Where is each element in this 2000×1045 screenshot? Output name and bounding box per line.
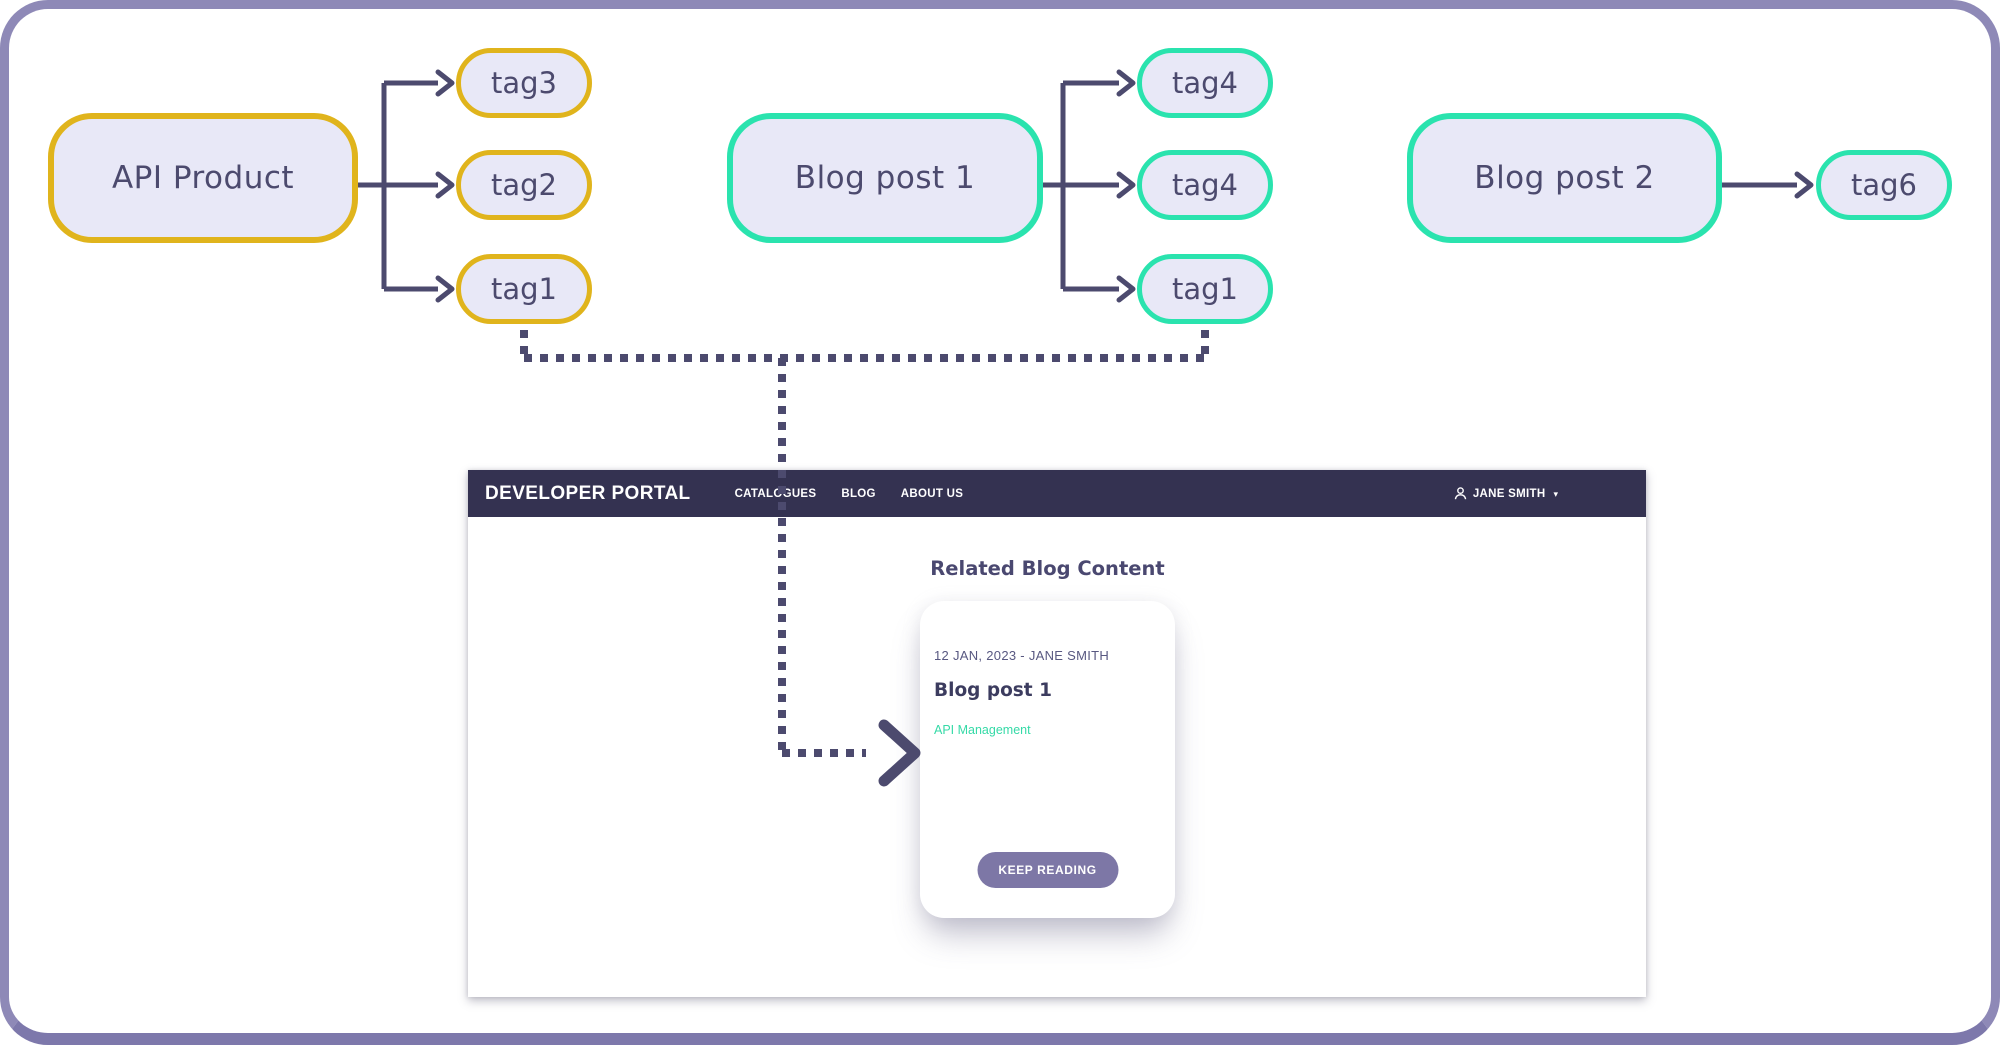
node-tag2: tag2 <box>456 150 592 220</box>
arrowhead-icon <box>1116 171 1136 199</box>
navbar: DEVELOPER PORTAL CATALOGUES BLOG ABOUT U… <box>468 470 1646 517</box>
nav-links: CATALOGUES BLOG ABOUT US <box>735 488 964 500</box>
node-tag6: tag6 <box>1816 150 1952 220</box>
arrowhead-icon <box>435 69 455 97</box>
node-label: tag3 <box>490 66 557 100</box>
node-blog-post-1: Blog post 1 <box>727 113 1043 243</box>
node-tag3: tag3 <box>456 48 592 118</box>
node-label: Blog post 2 <box>1474 160 1655 196</box>
node-label: API Product <box>111 160 295 196</box>
nav-item-catalogues[interactable]: CATALOGUES <box>734 487 817 500</box>
node-blog-post-2: Blog post 2 <box>1407 113 1722 243</box>
arrowhead-icon <box>1116 275 1136 303</box>
node-tag4-mid: tag4 <box>1137 150 1273 220</box>
node-tag4-top: tag4 <box>1137 48 1273 118</box>
caret-down-icon: ▾ <box>1553 489 1558 499</box>
card-tag-link[interactable]: API Management <box>934 723 1031 737</box>
node-label: tag4 <box>1171 168 1238 202</box>
developer-portal-window: DEVELOPER PORTAL CATALOGUES BLOG ABOUT U… <box>468 470 1646 997</box>
node-tag1-yellow: tag1 <box>456 254 592 324</box>
brand-title: DEVELOPER PORTAL <box>485 482 691 504</box>
arrowhead-icon <box>435 171 455 199</box>
node-label: Blog post 1 <box>794 160 976 196</box>
nav-item-blog[interactable]: BLOG <box>841 487 876 500</box>
node-label: tag1 <box>490 272 557 306</box>
arrowhead-icon <box>1116 69 1136 97</box>
blog-card[interactable]: 12 JAN, 2023 - JANE SMITH Blog post 1 AP… <box>920 601 1175 918</box>
user-icon <box>1453 486 1468 501</box>
section-heading: Related Blog Content <box>930 557 1165 580</box>
keep-reading-button[interactable]: KEEP READING <box>977 852 1118 888</box>
nav-item-about-us[interactable]: ABOUT US <box>900 487 964 500</box>
node-tag1-teal: tag1 <box>1137 254 1273 324</box>
node-label: tag2 <box>490 168 557 202</box>
node-api-product: API Product <box>48 113 358 243</box>
user-name: JANE SMITH <box>1472 487 1546 500</box>
related-content-section: Related Blog Content <box>920 557 1175 580</box>
node-label: tag1 <box>1171 272 1238 306</box>
card-title: Blog post 1 <box>934 680 1052 701</box>
user-menu[interactable]: JANE SMITH ▾ <box>1453 486 1558 501</box>
arrowhead-icon <box>435 275 455 303</box>
node-label: tag6 <box>1850 168 1917 202</box>
card-meta: 12 JAN, 2023 - JANE SMITH <box>934 648 1110 663</box>
node-label: tag4 <box>1171 66 1238 100</box>
arrowhead-icon <box>1794 171 1814 199</box>
